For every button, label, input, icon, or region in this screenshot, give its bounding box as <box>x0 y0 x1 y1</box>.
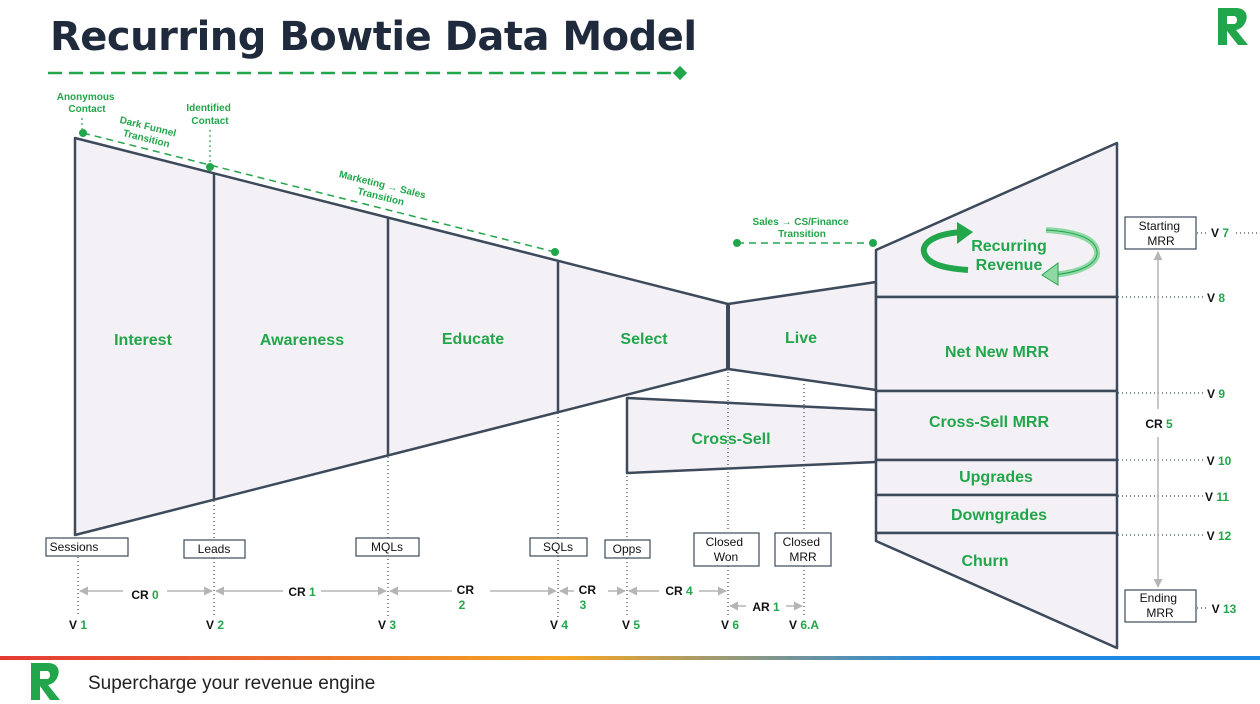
stage-labels: Interest Awareness Educate Select Live C… <box>114 238 1049 570</box>
v11-label: V 11 <box>1205 490 1229 504</box>
dark-funnel-label: Dark Funnel Transition <box>115 115 179 152</box>
v10-label: V 10 <box>1207 454 1232 468</box>
horizontal-guides <box>1118 232 1258 609</box>
closed-mrr-box: Closed MRR <box>783 535 824 564</box>
funnel-right <box>874 141 1119 650</box>
v12-label: V 12 <box>1207 529 1232 543</box>
sessions-box: Sessions <box>50 540 99 554</box>
v6-label: V 6 <box>721 618 739 632</box>
sqls-box: SQLs <box>543 540 573 554</box>
v2-label: V 2 <box>206 618 224 632</box>
stage-educate: Educate <box>442 331 504 348</box>
stage-cross-sell: Cross-Sell <box>691 431 770 448</box>
v1-label: V 1 <box>69 618 87 632</box>
funnel-left <box>73 136 878 537</box>
stage-interest: Interest <box>114 332 172 349</box>
recurring-cycle-icon <box>920 222 1100 286</box>
transition-lines <box>79 118 877 256</box>
r-logo-icon <box>31 663 60 700</box>
v9-label: V 9 <box>1207 387 1225 401</box>
mqls-box: MQLs <box>371 540 403 554</box>
v6a-label: V 6.A <box>789 618 819 632</box>
title-underline <box>48 65 688 81</box>
anonymous-contact-label: Anonymous Contact <box>57 92 118 115</box>
stage-recurring-revenue-2: Revenue <box>976 257 1043 274</box>
metric-boxes <box>45 216 1197 623</box>
stage-net-new-mrr: Net New MRR <box>945 344 1049 361</box>
cr4-label: CR 4 <box>665 584 693 598</box>
leads-box: Leads <box>198 542 231 556</box>
v5-label: V 5 <box>622 618 640 632</box>
cr3-label: CR 3 <box>579 583 600 612</box>
stage-recurring-revenue: Recurring <box>971 238 1047 255</box>
v3-label: V 3 <box>378 618 396 632</box>
ar1-label: AR 1 <box>752 600 780 614</box>
closed-won-box: Closed Won <box>706 535 747 564</box>
page-title: Recurring Bowtie Data Model <box>50 14 697 60</box>
stage-upgrades: Upgrades <box>959 469 1033 486</box>
cr2-label: CR 2 <box>457 583 478 612</box>
opps-box: Opps <box>613 542 642 556</box>
r-logo-icon <box>1218 8 1248 45</box>
footer-tagline: Supercharge your revenue engine <box>88 673 376 694</box>
volume-labels: V 1 V 2 V 3 V 4 V 5 V 6 V 6.A V 7 V 8 V … <box>69 226 1237 632</box>
stage-cross-sell-mrr: Cross-Sell MRR <box>929 414 1049 431</box>
identified-contact-label: Identified Contact <box>186 103 233 127</box>
vertical-guides <box>77 372 805 617</box>
v4-label: V 4 <box>550 618 568 632</box>
v7-label: V 7 <box>1211 226 1229 240</box>
starting-mrr-box: Starting MRR <box>1139 219 1184 248</box>
conversion-rate-labels: CR 0 CR 1 CR 2 CR 3 CR 4 AR 1 CR 5 <box>131 417 1173 614</box>
v8-label: V 8 <box>1207 291 1225 305</box>
sales-cs-label: Sales → CS/Finance Transition <box>753 217 852 240</box>
cr5-label: CR 5 <box>1145 417 1173 431</box>
cr1-label: CR 1 <box>288 585 316 599</box>
stage-downgrades: Downgrades <box>951 507 1047 524</box>
cr0-label: CR 0 <box>131 588 159 602</box>
stage-churn: Churn <box>961 553 1008 570</box>
stage-select: Select <box>620 331 668 348</box>
stage-awareness: Awareness <box>260 332 344 349</box>
ending-mrr-box: Ending MRR <box>1140 591 1181 620</box>
stage-live: Live <box>785 330 817 347</box>
metric-box-labels: Sessions Leads MQLs SQLs Opps Closed Won… <box>50 219 1184 620</box>
v13-label: V 13 <box>1212 602 1237 616</box>
conversion-arrows <box>79 251 1163 611</box>
footer-gradient-bar <box>0 656 1260 660</box>
